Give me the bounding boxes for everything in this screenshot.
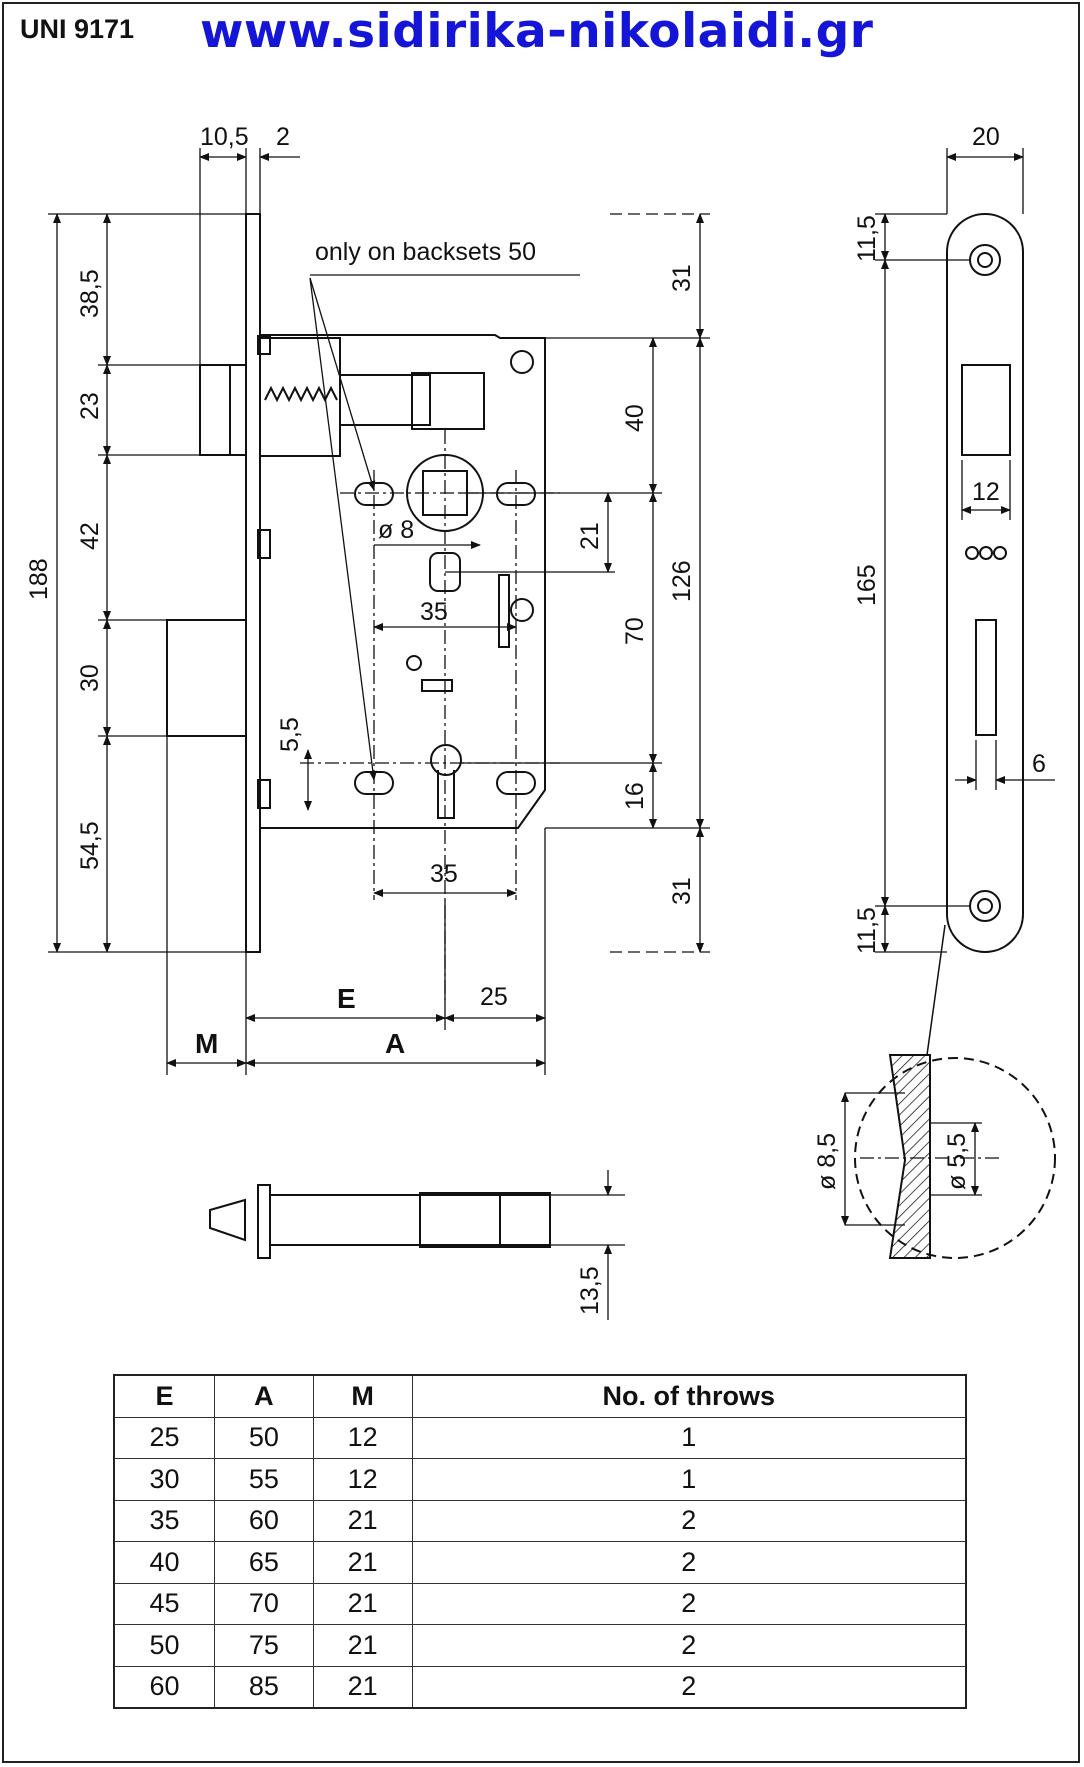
dim-38-5: 38,5 bbox=[76, 269, 104, 318]
cell-throws: 2 bbox=[411, 1665, 967, 1709]
dim-6: 6 bbox=[1032, 750, 1046, 778]
product-code: UNI 9171 bbox=[20, 14, 135, 44]
dim-30: 30 bbox=[76, 664, 104, 692]
cell-throws: 1 bbox=[411, 1416, 967, 1459]
strike-plate bbox=[946, 213, 1024, 953]
dim-m-label: M bbox=[195, 1028, 218, 1059]
cell-e: 35 bbox=[113, 1499, 215, 1542]
cell-a: 55 bbox=[213, 1458, 314, 1501]
dim-dia-8-5: ø 8,5 bbox=[813, 1133, 841, 1190]
dim-35-lower: 35 bbox=[430, 860, 458, 888]
cell-e: 50 bbox=[113, 1624, 215, 1667]
website-link[interactable]: www.sidirika-nikolaidi.gr bbox=[200, 4, 874, 59]
dim-dia-5-5: ø 5,5 bbox=[943, 1133, 971, 1190]
cell-m: 21 bbox=[312, 1541, 413, 1584]
cell-e: 45 bbox=[113, 1582, 215, 1625]
technical-drawing: only on backsets 50 10,5 2 188 38,5 23 4… bbox=[25, 123, 1056, 1320]
header-m: M bbox=[312, 1374, 413, 1418]
dim-dia-8: ø 8 bbox=[378, 516, 414, 544]
dim-40: 40 bbox=[621, 404, 649, 432]
dim-10-5: 10,5 bbox=[200, 123, 249, 151]
dim-e-label: E bbox=[337, 983, 356, 1014]
detail-circle bbox=[854, 1057, 1056, 1259]
dim-35-upper: 35 bbox=[420, 598, 448, 626]
cell-m: 12 bbox=[312, 1416, 413, 1459]
header-a: A bbox=[213, 1374, 314, 1418]
cell-throws: 2 bbox=[411, 1541, 967, 1584]
dim-21: 21 bbox=[576, 522, 604, 550]
dim-a-label: A bbox=[385, 1028, 405, 1059]
cell-m: 21 bbox=[312, 1624, 413, 1667]
cell-e: 30 bbox=[113, 1458, 215, 1501]
dim-25: 25 bbox=[480, 983, 508, 1011]
cell-throws: 2 bbox=[411, 1624, 967, 1667]
lock-body bbox=[259, 334, 546, 829]
cell-a: 50 bbox=[213, 1416, 314, 1459]
cell-m: 12 bbox=[312, 1458, 413, 1501]
faceplate-side bbox=[245, 213, 261, 953]
cell-e: 25 bbox=[113, 1416, 215, 1459]
dim-165: 165 bbox=[853, 564, 881, 606]
dim-11-5-top: 11,5 bbox=[853, 215, 881, 262]
dim-11-5-bottom: 11,5 bbox=[853, 907, 881, 954]
dim-13-5: 13,5 bbox=[576, 1266, 604, 1315]
dim-31-top: 31 bbox=[668, 264, 696, 292]
table-header-row: E A M No. of throws bbox=[113, 1374, 967, 1418]
dead-bolt bbox=[166, 619, 247, 737]
dim-20: 20 bbox=[972, 123, 1000, 151]
cell-a: 60 bbox=[213, 1499, 314, 1542]
cell-m: 21 bbox=[312, 1582, 413, 1625]
dim-2: 2 bbox=[276, 123, 290, 151]
note-text: only on backsets 50 bbox=[315, 238, 536, 266]
cell-e: 60 bbox=[113, 1665, 215, 1709]
cell-a: 70 bbox=[213, 1582, 314, 1625]
dim-42: 42 bbox=[76, 522, 104, 550]
dim-31-bottom: 31 bbox=[668, 877, 696, 905]
dim-126: 126 bbox=[668, 560, 696, 602]
dim-23: 23 bbox=[76, 392, 104, 420]
cell-a: 75 bbox=[213, 1624, 314, 1667]
dim-16: 16 bbox=[621, 782, 649, 810]
latch-bolt bbox=[199, 364, 247, 456]
spindle-tip bbox=[209, 1198, 246, 1242]
header-e: E bbox=[113, 1374, 215, 1418]
dim-188: 188 bbox=[25, 558, 53, 600]
dim-5-5: 5,5 bbox=[276, 717, 304, 752]
dim-12: 12 bbox=[972, 478, 1000, 506]
cell-a: 65 bbox=[213, 1541, 314, 1584]
dim-54-5: 54,5 bbox=[76, 821, 104, 870]
cell-throws: 2 bbox=[411, 1582, 967, 1625]
cell-m: 21 bbox=[312, 1499, 413, 1542]
cell-throws: 1 bbox=[411, 1458, 967, 1501]
cell-throws: 2 bbox=[411, 1499, 967, 1542]
header-throws: No. of throws bbox=[411, 1374, 967, 1418]
cell-m: 21 bbox=[312, 1665, 413, 1709]
cell-e: 40 bbox=[113, 1541, 215, 1584]
cell-a: 85 bbox=[213, 1665, 314, 1709]
dim-70: 70 bbox=[621, 617, 649, 645]
